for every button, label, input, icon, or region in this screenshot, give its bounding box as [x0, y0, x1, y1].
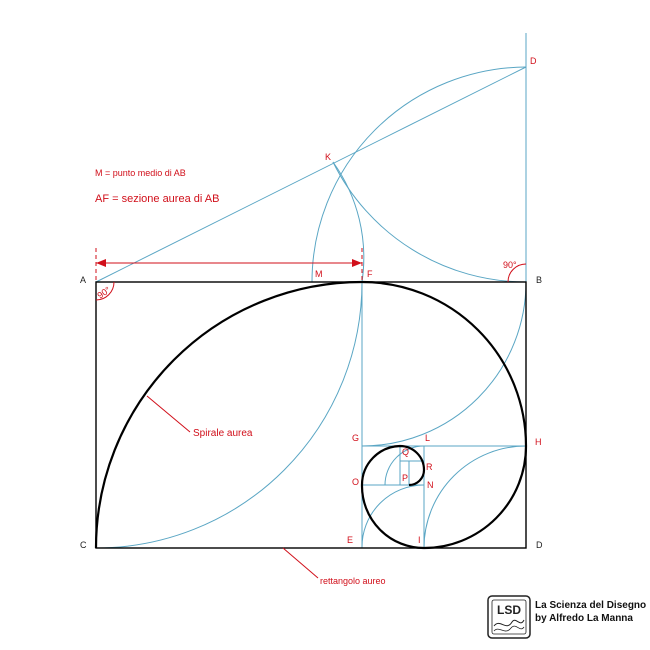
- note-spiral: Spirale aurea: [193, 428, 253, 439]
- label-k: K: [325, 152, 331, 162]
- angle-label-right: 90°: [503, 260, 517, 270]
- label-n: N: [427, 480, 434, 490]
- point-labels: A B C D D K M F G L H Q R O P N E I: [80, 56, 543, 550]
- credit-line-1: La Scienza del Disegno: [535, 600, 646, 611]
- golden-spiral: [94, 280, 528, 550]
- leader-lines: [146, 395, 319, 579]
- label-q: Q: [402, 447, 409, 457]
- construction-arcs: [95, 66, 527, 549]
- construction-lines: [95, 33, 527, 548]
- arc-square-n: [384, 445, 425, 486]
- label-c: C: [80, 540, 87, 550]
- label-p: P: [402, 473, 408, 483]
- logo-pattern-2: [493, 625, 525, 632]
- label-a: A: [80, 275, 86, 285]
- arrowhead-left: [96, 259, 106, 267]
- logo-lettering: LSD: [497, 603, 521, 617]
- leader-spiral: [146, 395, 191, 433]
- label-f: F: [367, 269, 373, 279]
- golden-rectangle: [95, 281, 527, 549]
- arc-square-main: [95, 281, 363, 549]
- arc-b-d: [311, 66, 527, 283]
- credit-line-2: by Alfredo La Manna: [535, 613, 633, 624]
- arrowhead-right: [352, 259, 362, 267]
- label-e: E: [347, 535, 353, 545]
- note-midpoint: M = punto medio di AB: [95, 168, 186, 178]
- right-angle-marks: 90° 90°: [95, 260, 527, 301]
- label-l: L: [425, 433, 430, 443]
- note-golden-section: AF = sezione aurea di AB: [95, 193, 219, 205]
- lsd-logo: LSD: [487, 595, 531, 639]
- notes: M = punto medio di AB AF = sezione aurea…: [95, 168, 386, 586]
- angle-label-left: 90°: [95, 284, 112, 300]
- logo-pattern: [493, 619, 525, 627]
- label-b: B: [536, 275, 542, 285]
- arc-square-h: [423, 445, 527, 549]
- logo-frame: [487, 595, 531, 639]
- label-h: H: [535, 437, 542, 447]
- label-r: R: [426, 462, 433, 472]
- label-d-top: D: [530, 56, 537, 66]
- label-o: O: [352, 477, 359, 487]
- logo-inner: [491, 599, 527, 635]
- line-a-d: [95, 66, 527, 283]
- arc-square-i: [361, 484, 425, 549]
- label-i: I: [418, 535, 421, 545]
- label-g: G: [352, 433, 359, 443]
- arc-square-right: [361, 281, 527, 447]
- angle-arc-b: [507, 263, 527, 283]
- note-rectangle: rettangolo aureo: [320, 576, 386, 586]
- credit-block: LSD La Scienza del Disegno by Alfredo La…: [487, 595, 646, 639]
- dimension-af: [95, 248, 363, 282]
- leader-rectangle: [282, 547, 319, 579]
- label-m: M: [315, 269, 323, 279]
- angle-arc-a: [95, 281, 115, 301]
- arc-a-k: [332, 161, 365, 283]
- label-d-bottom-right: D: [536, 540, 543, 550]
